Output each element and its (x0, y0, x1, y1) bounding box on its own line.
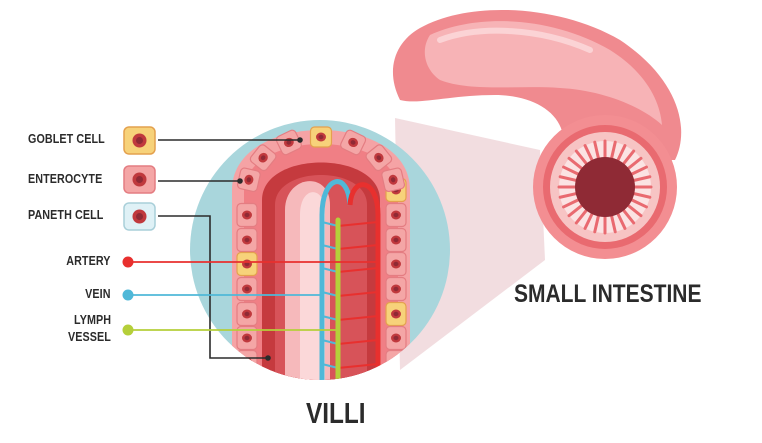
enterocyte-cell (381, 167, 406, 193)
leader-lines (158, 139, 300, 359)
enterocyte-cell (340, 129, 367, 156)
goblet-cell (236, 251, 258, 277)
goblet-cell-label: GOBLET CELL (28, 132, 105, 146)
artery-label: ARTERY (66, 254, 111, 268)
goblet-cell (385, 301, 407, 327)
enterocyte-cell (385, 276, 407, 302)
enterocyte-cell (236, 227, 258, 253)
enterocyte-label: ENTEROCYTE (28, 172, 103, 186)
enterocyte-cell (385, 251, 407, 277)
lymph-label-line1: LYMPH (73, 313, 111, 327)
vein-label: VEIN (85, 287, 111, 301)
lymph-label-line2: VESSEL (68, 330, 111, 344)
vein-vessel (319, 179, 353, 380)
goblet-cell-icon (123, 126, 156, 155)
villus-illustration (232, 126, 410, 380)
enterocyte-cell (236, 167, 261, 193)
paneth-cell-label: PANETH CELL (28, 208, 104, 222)
enterocyte-icon (123, 165, 156, 194)
enterocyte-cell (236, 301, 258, 327)
artery-marker (122, 256, 134, 268)
lymph-marker (122, 324, 134, 336)
enterocyte-cell (385, 325, 407, 351)
artery-vessel (347, 182, 381, 380)
small-intestine-title: SMALL INTESTINE (514, 280, 702, 308)
enterocyte-cell (236, 276, 258, 302)
paneth-cell-icon (123, 202, 156, 231)
enterocyte-cell (236, 349, 258, 375)
small-intestine-illustration (392, 9, 682, 259)
enterocyte-cell (249, 144, 277, 172)
vein-marker (122, 289, 134, 301)
enterocyte-cell (385, 202, 407, 228)
goblet-cell (309, 126, 333, 148)
enterocyte-cell (365, 144, 393, 172)
enterocyte-cell (236, 202, 258, 228)
enterocyte-cell (236, 325, 258, 351)
paneth-cell (236, 373, 258, 380)
villi-title: VILLI (306, 398, 366, 430)
enterocyte-cell (385, 227, 407, 253)
